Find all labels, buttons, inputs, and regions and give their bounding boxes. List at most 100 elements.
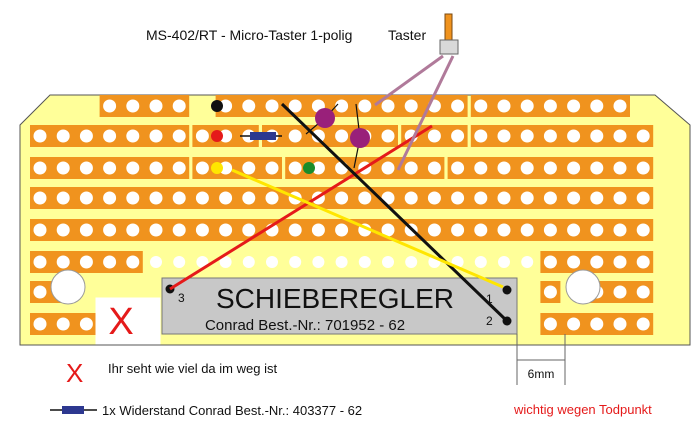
board-hole [543,191,557,205]
board-hole [497,161,511,175]
board-hole [33,161,47,175]
board-hole [520,161,534,175]
board-hole [358,256,371,268]
board-hole [474,256,487,268]
capacitor-2 [350,128,370,148]
board-hole [79,223,93,237]
mounting-hole-left [50,269,86,305]
switch-model-label: MS-402/RT - Micro-Taster 1-polig [146,27,352,43]
board-hole [335,129,349,143]
board-hole [590,191,604,205]
marker-green [303,162,315,174]
board-hole [543,129,557,143]
board-hole [33,129,47,143]
board-hole [474,99,488,113]
board-hole [590,99,604,113]
board-hole [79,317,93,331]
board-hole [288,223,302,237]
board-hole [288,99,302,113]
board-hole [56,255,70,269]
board-hole [404,99,418,113]
board-hole [405,256,418,268]
board-hole [173,256,186,268]
board-hole [636,255,650,269]
board-hole [311,161,325,175]
board-hole [149,223,163,237]
slider-pin-2-label: 2 [486,314,493,328]
board-hole [242,191,256,205]
copper-strip [99,95,190,117]
board-hole [126,161,140,175]
board-hole [498,256,510,268]
board-hole [590,255,604,269]
board-hole [567,129,581,143]
board-hole [242,161,256,175]
mounting-hole-right [565,269,601,305]
marker-yellow [211,162,223,174]
blocked-x-mark: X [108,301,133,343]
board-hole [404,161,418,175]
board-hole [172,223,186,237]
board-hole [126,191,140,205]
board-hole [381,223,395,237]
board-hole [543,161,557,175]
board-hole [590,317,604,331]
board-hole [636,191,650,205]
board-hole [497,99,511,113]
board-hole [590,161,604,175]
board-hole [613,223,627,237]
board-hole [79,191,93,205]
board-hole [381,161,395,175]
board-hole [520,99,534,113]
board-hole [219,129,233,143]
board-hole [126,99,140,113]
board-hole [474,191,488,205]
wire-switch-1 [374,54,444,107]
board-hole [149,129,163,143]
legend-x-text: Ihr seht wie viel da im weg ist [108,361,277,376]
board-hole [543,255,557,269]
board-hole [497,191,511,205]
board-hole [311,223,325,237]
board-hole [451,161,465,175]
board-hole [335,223,349,237]
board-hole [289,256,302,268]
board-hole [242,256,255,268]
board-hole [520,129,534,143]
resistor [250,132,276,140]
board-hole [427,223,441,237]
board-hole [33,223,47,237]
legend-resistor-icon [62,406,84,414]
board-hole [149,99,163,113]
board-hole [636,223,650,237]
wire-switch-2 [396,55,455,171]
board-hole [126,255,140,269]
board-hole [195,161,209,175]
board-hole [79,161,93,175]
board-hole [613,191,627,205]
board-hole [219,256,232,268]
board-hole [567,161,581,175]
board-hole [335,256,348,268]
board-hole [520,191,534,205]
board-hole [567,191,581,205]
board-hole [358,191,372,205]
board-hole [103,223,117,237]
board-hole [219,191,233,205]
board-hole [451,223,465,237]
board-hole [613,255,627,269]
slider-plate [161,277,518,335]
legend-x-icon: X [66,358,83,388]
board-hole [219,223,233,237]
marker-black [211,100,223,112]
board-hole [474,161,488,175]
board-hole [149,161,163,175]
copper-strip [262,125,398,147]
board-hole [381,129,395,143]
board-hole [543,99,557,113]
switch-name-label: Taster [388,27,426,43]
copper-strip [470,125,654,147]
board-hole [636,285,650,299]
board-holes [33,99,650,331]
